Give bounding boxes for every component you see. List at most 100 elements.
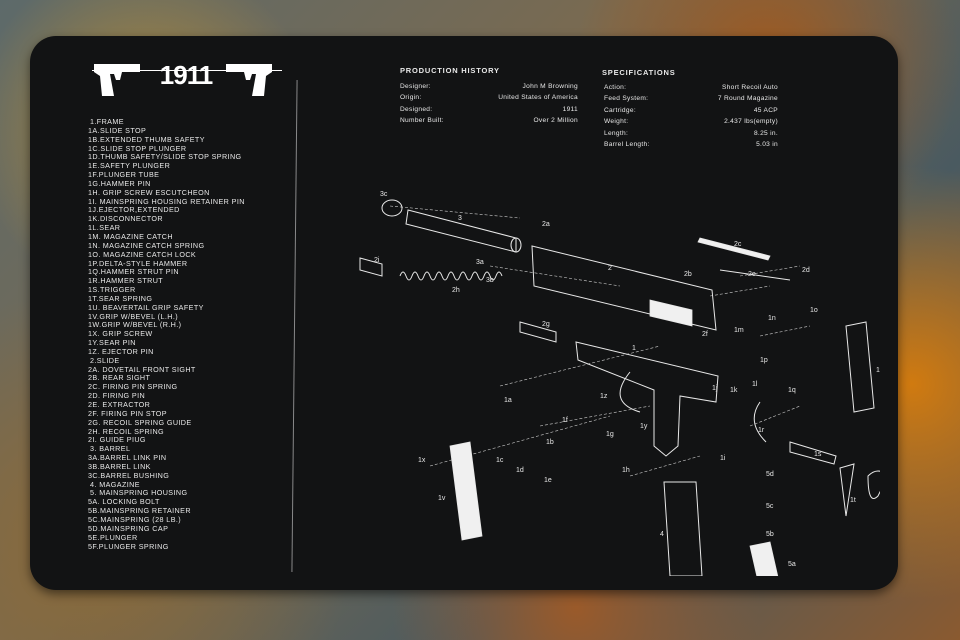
- spec-row: Weight:2.437 lbs(empty): [604, 118, 778, 129]
- guide-plug: [359, 257, 383, 277]
- callout-1p: 1p: [760, 357, 768, 364]
- grip-right: [845, 321, 875, 413]
- magazine: [663, 481, 703, 576]
- spec-row: Designer:John M Browning: [400, 83, 578, 94]
- sear-spring: [839, 463, 855, 517]
- parts-list-item: 1E.SAFETY PLUNGER: [88, 161, 171, 171]
- callout-4: 4: [660, 531, 664, 538]
- production-history-title: PRODUCTION HISTORY: [400, 66, 500, 75]
- assembly-line: [499, 345, 661, 387]
- spec-row: Barrel Length:5.03 in: [604, 141, 778, 152]
- assembly-line: [749, 405, 801, 427]
- callout-3b: 3b: [486, 277, 494, 284]
- recoil-spring-guide: [519, 321, 557, 343]
- trigger-guard: [619, 371, 641, 413]
- frame: [575, 341, 719, 457]
- spec-label: Feed System:: [604, 95, 649, 103]
- parts-list-item: 1R.HAMMER STRUT: [88, 276, 164, 286]
- parts-list-item: 1Y.SEAR PIN: [88, 338, 136, 348]
- parts-list-item: 1X. GRIP SCREW: [88, 329, 153, 339]
- hammer-strut: [753, 401, 767, 443]
- callout-2f: 2f: [702, 331, 708, 338]
- callout-1r: 1r: [758, 427, 765, 434]
- assembly-line: [489, 265, 621, 287]
- callout-1z: 1z: [600, 393, 608, 400]
- callout-1i: 1i: [720, 455, 726, 462]
- parts-list-item: 1S.TRIGGER: [88, 285, 136, 295]
- callout-1y: 1y: [640, 423, 648, 430]
- callout-1n: 1n: [768, 315, 776, 322]
- parts-list-item: 1J.EJECTOR,EXTENDED: [88, 205, 180, 215]
- parts-list-item: 1T.SEAR SPRING: [88, 293, 153, 303]
- grip-left: [449, 441, 483, 541]
- exploded-parts-diagram: 3c 3 2a 3a 3b 2 2b 2c 2e 2d 2i 2h 2g 2f …: [359, 191, 880, 576]
- assembly-line: [709, 285, 771, 297]
- parts-list-item: 1A.SLIDE STOP: [88, 125, 147, 135]
- callout-1x: 1x: [418, 457, 426, 464]
- callout-2: 2: [608, 265, 612, 272]
- callout-1t: 1t: [850, 497, 856, 504]
- trigger: [789, 441, 837, 465]
- parts-list-item: 1C.SLIDE STOP PLUNGER: [88, 143, 187, 153]
- callout-2g: 2g: [542, 321, 550, 328]
- parts-list-item: 3B.BARREL LINK: [88, 461, 151, 471]
- mainspring-housing: [749, 541, 779, 576]
- parts-list-item: 1Z. EJECTOR PIN: [88, 346, 154, 356]
- spec-value: United States of America: [498, 94, 578, 102]
- parts-list-item: 2.SLIDE: [90, 355, 120, 365]
- parts-list-item: 1F.PLUNGER TUBE: [88, 170, 160, 180]
- parts-list-item: 1D.THUMB SAFETY/SLIDE STOP SPRING: [88, 152, 242, 162]
- spec-value: 8.25 in.: [753, 129, 778, 137]
- spec-row: Feed System:7 Round Magazine: [604, 95, 778, 106]
- parts-list-item: 5D.MAINSPRING CAP: [88, 523, 169, 533]
- logo-rule: [92, 70, 282, 71]
- parts-list-item: 2D. FIRING PIN: [88, 391, 146, 401]
- callout-1k: 1k: [730, 387, 738, 394]
- recoil-spring: [399, 271, 503, 281]
- parts-list-item: 5F.PLUNGER SPRING: [88, 541, 169, 551]
- callout-5b: 5b: [766, 531, 774, 538]
- assembly-line: [759, 325, 811, 337]
- parts-list-item: 1H. GRIP SCREW ESCUTCHEON: [88, 187, 210, 197]
- slide: [531, 245, 717, 331]
- callout-2a: 2a: [542, 221, 550, 228]
- spec-label: Designer:: [400, 83, 431, 90]
- spec-label: Number Built:: [400, 117, 444, 125]
- specifications-title: SPECIFICATIONS: [602, 68, 676, 77]
- callout-1l: 1l: [752, 381, 758, 388]
- divider: [291, 80, 298, 572]
- assembly-line: [389, 205, 521, 219]
- callout-1a: 1a: [504, 397, 512, 404]
- spec-label: Origin:: [400, 94, 422, 102]
- parts-list-item: 1V.GRIP W/BEVEL (L.H.): [88, 311, 179, 321]
- callout-2c: 2c: [734, 241, 742, 248]
- parts-list-item: 5A. LOCKING BOLT: [88, 497, 160, 507]
- beavertail-grip-safety: [867, 470, 880, 499]
- spec-value: 1911: [562, 105, 578, 113]
- spec-value: 5.03 in: [756, 140, 778, 148]
- barrel-muzzle: [510, 237, 522, 253]
- callout-1e: 1e: [544, 477, 552, 484]
- callout-1j: 1j: [712, 385, 718, 392]
- callout-1g: 1g: [606, 431, 614, 438]
- callout-1: 1: [632, 345, 636, 352]
- spec-row: Designed:1911: [400, 106, 578, 117]
- parts-list-item: 1L.SEAR: [88, 223, 121, 233]
- parts-list-item: 2F. FIRING PIN STOP: [88, 408, 167, 418]
- spec-row: Action: Short Recoil Auto: [604, 84, 778, 95]
- parts-list-item: 5. MAINSPRING HOUSING: [90, 488, 188, 498]
- spec-label: Action:: [604, 84, 627, 91]
- parts-list-item: 2H. RECOIL SPRING: [88, 426, 165, 436]
- assembly-line: [539, 405, 651, 427]
- callout-1f: 1f: [562, 417, 568, 424]
- firing-pin: [719, 269, 791, 281]
- parts-list-item: 1B.EXTENDED THUMB SAFETY: [88, 134, 205, 144]
- parts-list-item: 2E. EXTRACTOR: [88, 400, 151, 409]
- spec-value: Short Recoil Auto: [721, 84, 778, 91]
- firing-pin-spring: [697, 237, 771, 261]
- parts-list-item: 2G. RECOIL SPRING GUIDE: [88, 417, 192, 427]
